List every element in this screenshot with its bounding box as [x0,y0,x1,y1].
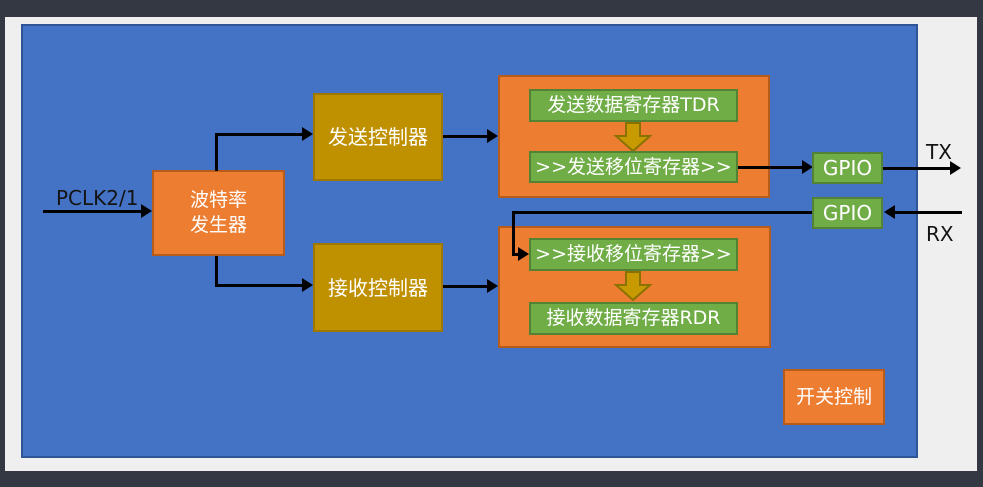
wire-baud-up-vertical [215,133,218,171]
wire-txshift-gpio [738,166,803,169]
arrowhead-baud-txctrl [302,127,313,141]
tx-controller-box: 发送控制器 [313,93,443,181]
arrowhead-rxctrl-group [487,279,498,293]
switch-control-box: 开关控制 [783,369,885,425]
arrowhead-gpio-tx [950,161,961,175]
wire-pclk [43,210,143,213]
arrowhead-txctrl-group [487,129,498,143]
wire-gpio-rxshift-stub [512,253,520,256]
rx-controller-box: 接收控制器 [313,243,443,332]
wire-gpio-tx [883,167,951,170]
pclk-label: PCLK2/1 [56,186,139,210]
baud-generator-label: 波特率 发生器 [189,189,247,236]
rx-shift-register-box: >>接收移位寄存器>> [529,238,738,271]
gpio-rx-box: GPIO [812,197,883,229]
wire-gpio-rxshift-vertical [512,211,515,256]
rx-label: RX [926,222,954,246]
wire-baud-down-vertical [215,256,218,287]
wire-txctrl-group [443,135,488,138]
wire-baud-up-horizontal [215,133,303,136]
tx-shift-register-box: >>发送移位寄存器>> [529,151,738,183]
arrowhead-rx-gpio [884,205,895,219]
arrowhead-pclk [141,204,152,218]
wire-rxctrl-group [443,285,488,288]
down-arrow-icon [613,122,653,152]
arrowhead-baud-rxctrl [302,278,313,292]
tdr-box: 发送数据寄存器TDR [529,89,738,122]
gpio-tx-box: GPIO [812,152,883,184]
down-arrow-icon [613,271,653,301]
baud-generator-box: 波特率 发生器 [152,170,285,256]
rdr-box: 接收数据寄存器RDR [529,302,738,335]
arrowhead-txshift-gpio [802,160,813,174]
tx-label: TX [926,140,952,164]
wire-baud-down-horizontal [215,284,303,287]
arrowhead-gpio-rxshift [518,247,529,261]
wire-rx-gpio [895,211,962,214]
wire-gpio-rxshift-horizontal [512,211,812,214]
